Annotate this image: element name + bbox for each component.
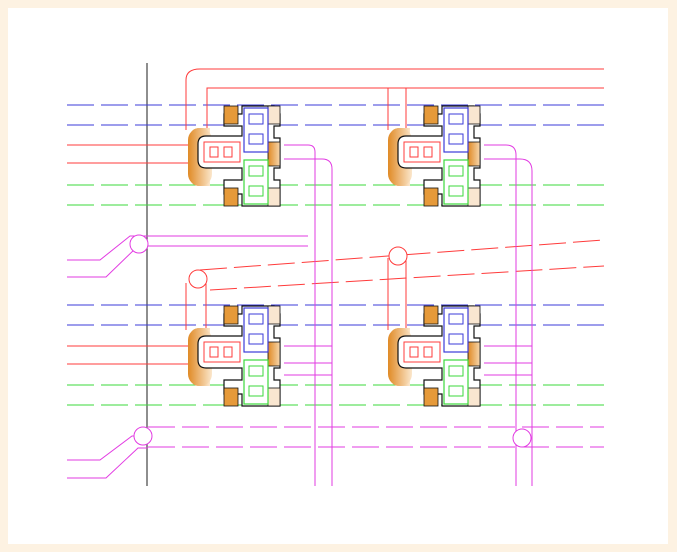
orange-contact [267, 187, 281, 207]
green-contact [248, 165, 264, 177]
green-transistor [243, 359, 269, 405]
green-contact [248, 385, 264, 397]
orange-contact [467, 305, 481, 325]
magenta-via [512, 428, 532, 448]
blue-transistor [443, 107, 469, 153]
green-transistor [443, 359, 469, 405]
magenta-via [133, 426, 153, 446]
red-contact-box [203, 341, 241, 363]
blue-transistor [243, 307, 269, 353]
magenta-bitline [284, 144, 316, 486]
blue-contact [448, 333, 464, 345]
red-contact-box [403, 141, 441, 163]
orange-contact [467, 387, 481, 407]
red-contact-square [209, 346, 219, 358]
orange-contact [223, 305, 239, 325]
layout-canvas [8, 8, 668, 544]
orange-contact [223, 187, 239, 207]
blue-contact [448, 113, 464, 125]
blue-transistor [243, 107, 269, 153]
red-top-wire [206, 87, 604, 130]
red-contact-square [409, 346, 419, 358]
red-contact-square [223, 146, 233, 158]
green-transistor [443, 159, 469, 205]
green-contact [448, 365, 464, 377]
orange-contact [267, 341, 281, 367]
magenta-bitline [484, 144, 517, 486]
blue-transistor [443, 307, 469, 353]
memory-cell [188, 305, 281, 407]
orange-contact [223, 105, 239, 125]
orange-contact [267, 305, 281, 325]
magenta-wordline [67, 235, 308, 261]
magenta-wordline [67, 245, 308, 278]
magenta-via [129, 234, 149, 254]
magenta-wires [67, 144, 533, 486]
magenta-bitline [284, 158, 333, 486]
cell-layout-diagram [67, 63, 605, 486]
memory-cell [188, 105, 281, 207]
orange-contact [467, 105, 481, 125]
red-wires [67, 68, 604, 365]
red-via [188, 269, 208, 289]
green-transistor [243, 159, 269, 205]
orange-contact [423, 105, 439, 125]
red-contact-square [409, 146, 419, 158]
orange-contact [223, 387, 239, 407]
green-contact [248, 365, 264, 377]
orange-contact [423, 387, 439, 407]
green-contact [448, 185, 464, 197]
orange-contact [467, 341, 481, 367]
blue-contact [248, 313, 264, 325]
orange-contact [267, 387, 281, 407]
red-contact-square [423, 346, 433, 358]
red-via [388, 246, 408, 266]
blue-contact [448, 313, 464, 325]
green-contact [448, 165, 464, 177]
cell-array [188, 105, 481, 407]
magenta-wordline [67, 447, 148, 479]
red-contact-box [203, 141, 241, 163]
red-contact-square [223, 346, 233, 358]
orange-contact [423, 187, 439, 207]
orange-contact [467, 141, 481, 167]
red-contact-box [403, 341, 441, 363]
red-dashed-wire [209, 265, 605, 291]
blue-contact [248, 333, 264, 345]
magenta-bitline [484, 158, 533, 486]
red-contact-square [423, 146, 433, 158]
dashed-wires [67, 104, 605, 448]
red-contact-square [209, 146, 219, 158]
blue-contact [448, 133, 464, 145]
red-top-wire [185, 68, 604, 130]
orange-contact [267, 105, 281, 125]
orange-contact [423, 305, 439, 325]
orange-contact [467, 187, 481, 207]
blue-contact [248, 113, 264, 125]
orange-contact [267, 141, 281, 167]
via-circles [129, 234, 532, 448]
green-contact [448, 385, 464, 397]
blue-contact [248, 133, 264, 145]
memory-cell [388, 305, 481, 407]
green-contact [248, 185, 264, 197]
memory-cell [388, 105, 481, 207]
